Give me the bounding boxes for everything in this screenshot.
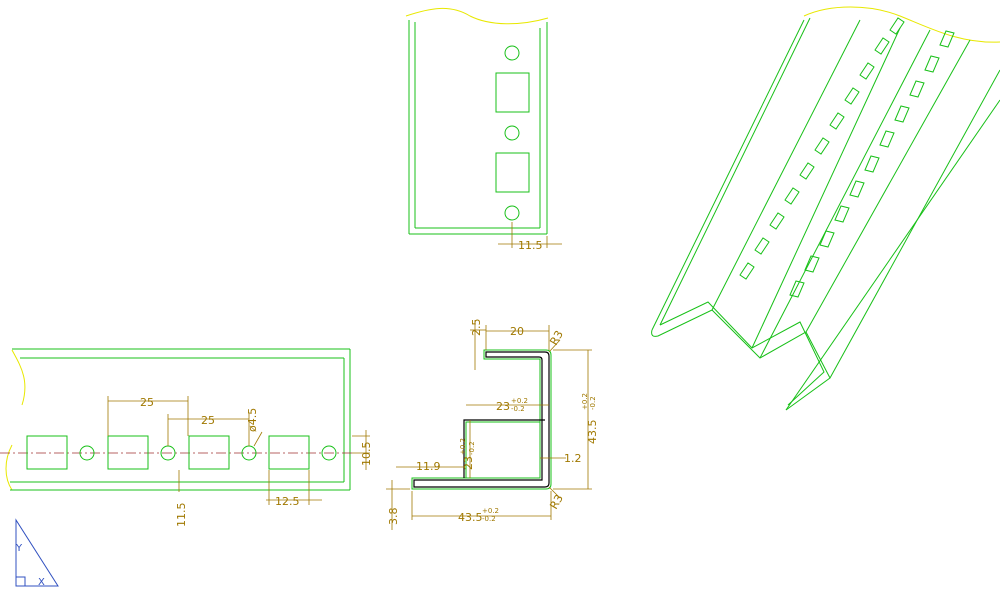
dim-inner-height-tol-upper: +0.2 bbox=[459, 438, 467, 455]
dim-overall-height-tol-lower: -0.2 bbox=[589, 396, 597, 410]
dim-top-radius: R3 bbox=[547, 328, 566, 347]
dim-inner-width-tol-lower: -0.2 bbox=[511, 405, 525, 413]
iso-break-line bbox=[803, 6, 1000, 43]
dim-overall-height-tol-upper: +0.2 bbox=[581, 393, 589, 410]
dim-hole-spacing-2: 25 bbox=[201, 414, 215, 427]
section-profile bbox=[413, 351, 550, 488]
dim-hole-spacing-1: 25 bbox=[140, 396, 154, 409]
top-view[interactable]: 11.5 bbox=[405, 7, 562, 252]
dim-overall-width-tol-lower: -0.2 bbox=[482, 515, 496, 523]
dim-inner-height-tol-lower: -0.2 bbox=[468, 441, 476, 455]
iso-slot-row-2 bbox=[789, 30, 955, 298]
dim-bottom-radius: R3 bbox=[547, 492, 566, 511]
ucs-x-label: X bbox=[38, 577, 45, 588]
iso-profile-end-inner bbox=[659, 301, 825, 406]
front-view-slot-1 bbox=[26, 435, 68, 470]
section-view[interactable]: 2.5 20 R3 23 +0.2 -0.2 23 +0.2 -0.2 43.5… bbox=[386, 319, 599, 531]
section-profile-outline bbox=[411, 349, 552, 490]
dim-bottom-offset: 3.8 bbox=[387, 508, 400, 526]
top-view-break-line bbox=[405, 7, 549, 25]
dim-thickness: 1.2 bbox=[564, 452, 582, 465]
iso-edge-web bbox=[711, 19, 861, 311]
section-inner-step bbox=[463, 419, 545, 478]
iso-slots bbox=[739, 17, 955, 298]
iso-profile-end bbox=[651, 309, 831, 411]
top-view-hole-3 bbox=[504, 205, 520, 221]
top-view-slot-2 bbox=[495, 152, 530, 193]
iso-edge-corner bbox=[759, 29, 931, 359]
dim-bottom-lip: 11.9 bbox=[416, 460, 441, 473]
isometric-view[interactable] bbox=[651, 6, 1000, 411]
dim-inner-width-tol-upper: +0.2 bbox=[511, 397, 528, 405]
dim-overall-width: 43.5 bbox=[458, 511, 483, 524]
front-view-break-line bbox=[11, 349, 26, 406]
iso-edge-outer-back-2 bbox=[785, 99, 1000, 411]
dim-inner-width: 23 bbox=[496, 400, 510, 413]
dim-leader bbox=[548, 486, 561, 499]
dim-leader bbox=[548, 339, 561, 353]
top-view-hole-2 bbox=[504, 125, 520, 141]
dim-inner-height: 23 bbox=[462, 456, 475, 470]
dim-overall-width-tol-upper: +0.2 bbox=[482, 507, 499, 515]
iso-edge-web-2 bbox=[751, 27, 901, 349]
front-view-slot-2 bbox=[107, 435, 149, 470]
dim-edge-offset: 11.5 bbox=[175, 503, 188, 528]
front-view-hole-4 bbox=[321, 445, 337, 461]
dim-top-flange: 20 bbox=[510, 325, 524, 338]
iso-slot-row-1 bbox=[739, 17, 905, 280]
front-view[interactable]: 25 25 ø4.5 10.5 11.5 12.5 bbox=[0, 348, 373, 528]
ucs-icon: Y X bbox=[15, 518, 59, 588]
section-inner-step-outline bbox=[465, 421, 540, 478]
dim-overall-height: 43.5 bbox=[586, 420, 599, 445]
front-view-slot-4 bbox=[268, 435, 310, 470]
top-view-hole-1 bbox=[504, 45, 520, 61]
top-view-slot-1 bbox=[495, 72, 530, 113]
iso-edge-outer-2 bbox=[659, 17, 811, 326]
ucs-origin-box bbox=[15, 576, 26, 587]
dim-centerline-height: 10.5 bbox=[360, 442, 373, 467]
iso-edge-corner-2 bbox=[805, 39, 971, 333]
front-view-hole-1 bbox=[79, 445, 95, 461]
ucs-triangle bbox=[15, 518, 59, 587]
dim-top-hole-offset: 11.5 bbox=[518, 239, 543, 252]
iso-edge-outer bbox=[651, 19, 805, 331]
ucs-y-label: Y bbox=[15, 543, 23, 554]
front-view-break-line-2 bbox=[5, 444, 13, 491]
dim-leader bbox=[253, 431, 263, 447]
dim-hole-diameter: ø4.5 bbox=[246, 408, 259, 432]
dim-lip-height: 2.5 bbox=[470, 319, 483, 337]
dim-square-width: 12.5 bbox=[275, 495, 300, 508]
front-view-slot-3 bbox=[188, 435, 230, 470]
